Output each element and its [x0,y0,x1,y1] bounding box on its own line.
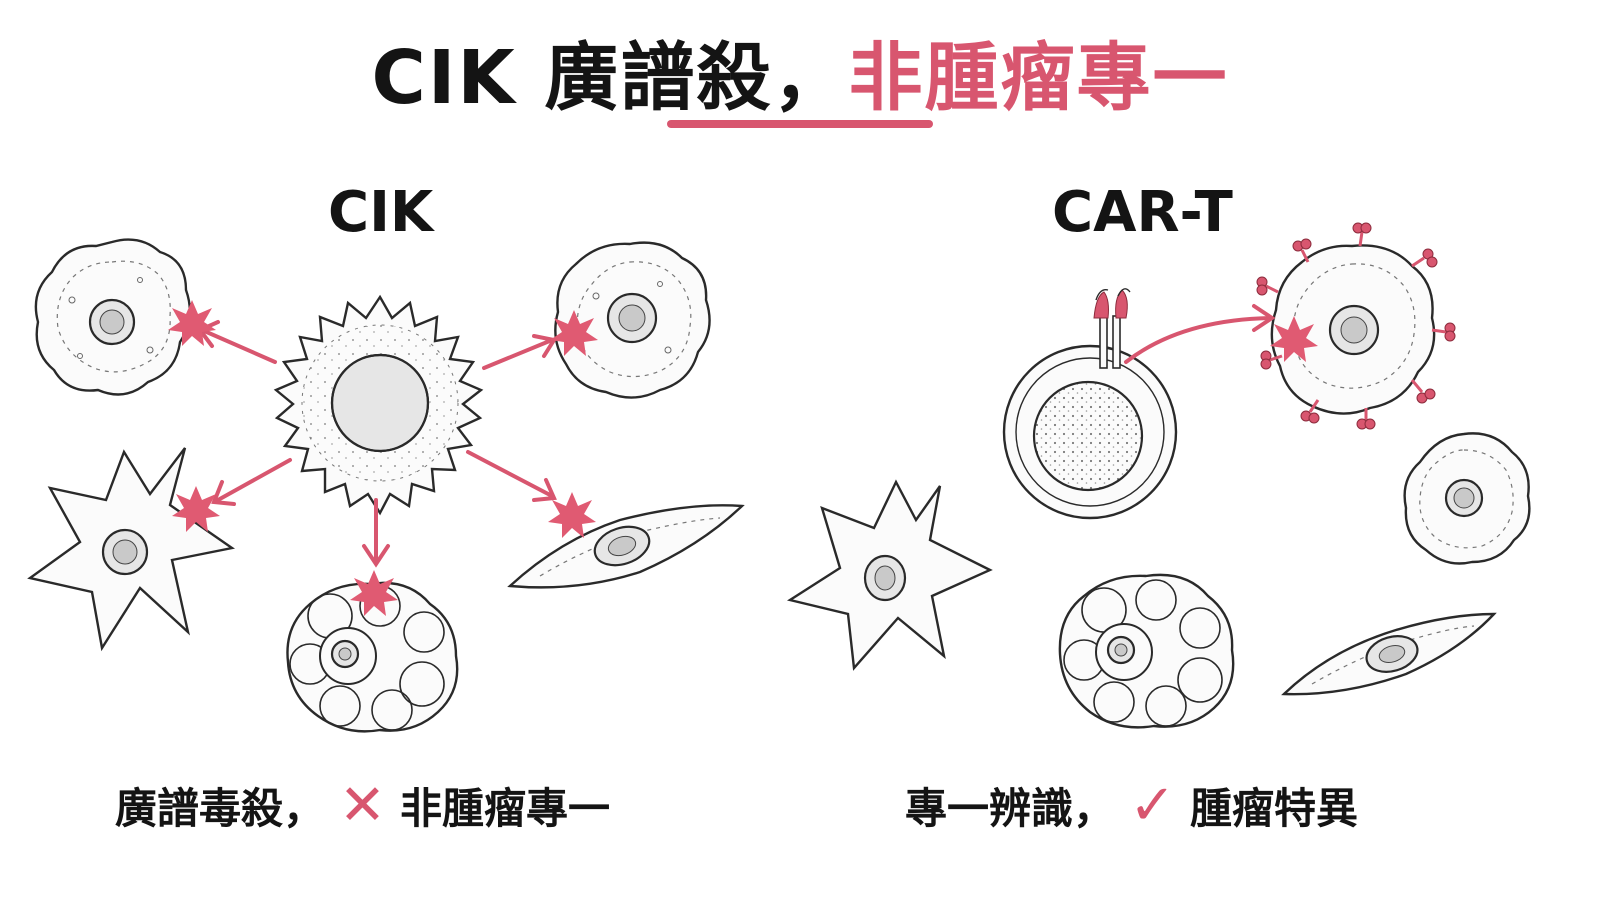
title-main: CIK 廣譜殺， [371,35,849,121]
tumor-cell-top-left [34,238,192,396]
untouched-tumor-cell-right [1403,432,1531,565]
targeted-tumor-cell [1270,244,1436,415]
tumor-cell-top-right [554,241,711,399]
cluster-cell-bottom [286,581,459,733]
cart-caption: 專一辨識， ✓ 腫瘤特異 [905,775,1358,836]
cik-caption: 廣譜毒殺， ✕ 非腫瘤專一 [115,775,610,836]
cik-caption-part2: 非腫瘤專一 [399,784,610,833]
cart-targeting-arrow [1124,304,1276,364]
cart-panel-label: CAR-T [1052,180,1233,245]
cart-kill-burst [1270,316,1318,362]
cik-panel-label: CIK [328,180,434,245]
cik-kill-bursts [168,300,598,616]
page-title: CIK 廣譜殺，非腫瘤專一 [0,18,1600,125]
cik-caption-part1: 廣譜毒殺， [115,784,326,833]
spindle-cell-far-right [1281,612,1497,696]
cik-attack-arrows [196,320,558,568]
title-underline [667,120,933,128]
cik-effector-cell [273,294,484,516]
title-accent: 非腫瘤專一 [848,35,1229,121]
cross-icon: ✕ [339,772,386,838]
stellate-cell-left [27,447,236,652]
spindle-cell-right [507,504,745,589]
check-icon: ✓ [1129,772,1176,838]
tumor-antigens [1256,222,1456,430]
cart-cell [1002,344,1178,520]
car-receptor [1093,288,1131,369]
cart-caption-part2: 腫瘤特異 [1189,784,1358,833]
cart-caption-part1: 專一辨識， [905,784,1116,833]
stellate-cell-right [786,479,993,671]
cluster-cell-right [1058,573,1235,729]
